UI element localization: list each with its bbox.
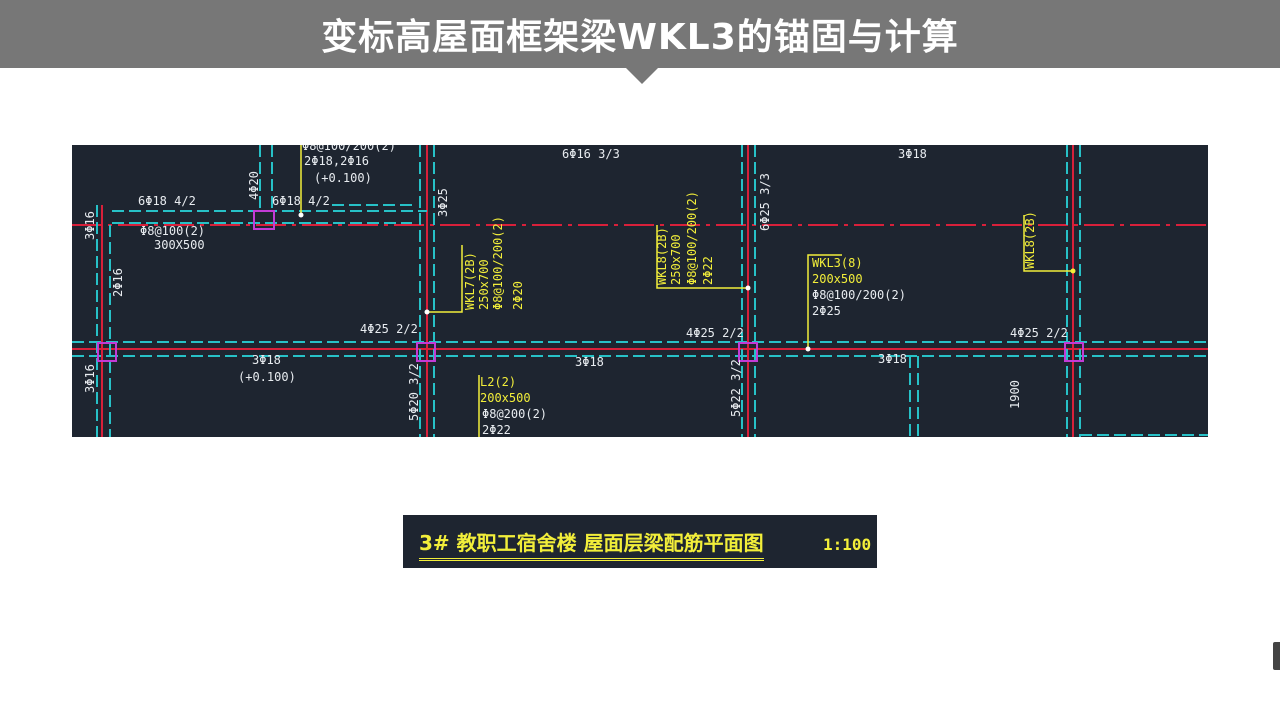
label-wkl8-name: WKL8(2B) xyxy=(655,227,669,285)
label-left-stirrup: Φ8@100(2) xyxy=(140,224,205,238)
label-l2-name: L2(2) xyxy=(480,375,516,389)
label-v-3216b: 3Φ16 xyxy=(83,364,97,393)
label-wkl7-stirrup: Φ8@100/200(2) xyxy=(491,216,505,310)
label-top-right: 3Φ18 xyxy=(898,147,927,161)
label-top-left-elev: (+0.100) xyxy=(314,171,372,185)
label-top-mid: 6Φ16 3/3 xyxy=(562,147,620,161)
label-bot-318a: 3Φ18 xyxy=(252,353,281,367)
label-wkl3-name: WKL3(8) xyxy=(812,256,863,270)
caption-title: 3# 教职工宿舍楼 屋面层梁配筋平面图 xyxy=(419,527,764,561)
label-wkl7-name: WKL7(2B) xyxy=(463,252,477,310)
label-b425-c: 4Φ25 2/2 xyxy=(1010,326,1068,340)
label-wkl3-bars: 2Φ25 xyxy=(812,304,841,318)
label-v-522: 5Φ22 3/2 xyxy=(729,359,743,417)
slide-title-bar: 变标高屋面框架梁WKL3的锚固与计算 xyxy=(0,0,1280,68)
label-wkl8-bars: 2Φ22 xyxy=(701,256,715,285)
label-v-216: 2Φ16 xyxy=(111,268,125,297)
slide-title: 变标高屋面框架梁WKL3的锚固与计算 xyxy=(321,17,959,58)
caption-scale: 1:100 xyxy=(823,535,872,554)
label-v-3216: 3Φ16 xyxy=(83,211,97,240)
label-left-size: 300X500 xyxy=(154,238,205,252)
beam-outlines xyxy=(72,145,1208,437)
label-top-left-bars: 2Φ18,2Φ16 xyxy=(304,154,369,168)
label-wkl8b-name: WKL8(2B) xyxy=(1023,211,1037,269)
label-wkl7-bars: 2Φ20 xyxy=(511,281,525,310)
axis-lines xyxy=(72,145,1208,437)
label-wkl3-size: 200x500 xyxy=(812,272,863,286)
label-bot-elev: (+0.100) xyxy=(238,370,296,384)
leader-dots xyxy=(298,212,1076,352)
label-dim-1900: 1900 xyxy=(1008,380,1022,409)
title-notch xyxy=(626,68,658,84)
label-wkl8-stirrup: Φ8@100/200(2) xyxy=(685,191,699,285)
label-b425-a: 4Φ25 2/2 xyxy=(360,322,418,336)
label-b425-b: 4Φ25 2/2 xyxy=(686,326,744,340)
label-bot-318c: 3Φ18 xyxy=(878,352,907,366)
side-handle[interactable] xyxy=(1273,642,1280,670)
label-left-618b: 6Φ18 4/2 xyxy=(272,194,330,208)
label-left-420: 4Φ20 xyxy=(247,171,261,200)
label-l2-size: 200x500 xyxy=(480,391,531,405)
drawing-caption: 3# 教职工宿舍楼 屋面层梁配筋平面图 1:100 xyxy=(403,515,877,568)
label-bot-318b: 3Φ18 xyxy=(575,355,604,369)
cad-plan-svg: Φ8@100/200(2) 2Φ18,2Φ16 (+0.100) 6Φ16 3/… xyxy=(72,145,1208,437)
label-v-520: 5Φ20 3/2 xyxy=(407,363,421,421)
label-l2-bars: 2Φ22 xyxy=(482,423,511,437)
leader-lines xyxy=(300,145,1073,437)
label-wkl3-stirrup: Φ8@100/200(2) xyxy=(812,288,906,302)
label-v-6253: 6Φ25 3/3 xyxy=(758,173,772,231)
beam-plan-drawing: Φ8@100/200(2) 2Φ18,2Φ16 (+0.100) 6Φ16 3/… xyxy=(72,145,1208,437)
label-wkl8-size: 250x700 xyxy=(669,234,683,285)
label-wkl7-size: 250x700 xyxy=(477,259,491,310)
label-l2-stirrup: Φ8@200(2) xyxy=(482,407,547,421)
columns xyxy=(97,210,1084,362)
label-top-left-stirrup: Φ8@100/200(2) xyxy=(302,145,396,153)
label-v-325: 3Φ25 xyxy=(436,188,450,217)
label-left-618: 6Φ18 4/2 xyxy=(138,194,196,208)
